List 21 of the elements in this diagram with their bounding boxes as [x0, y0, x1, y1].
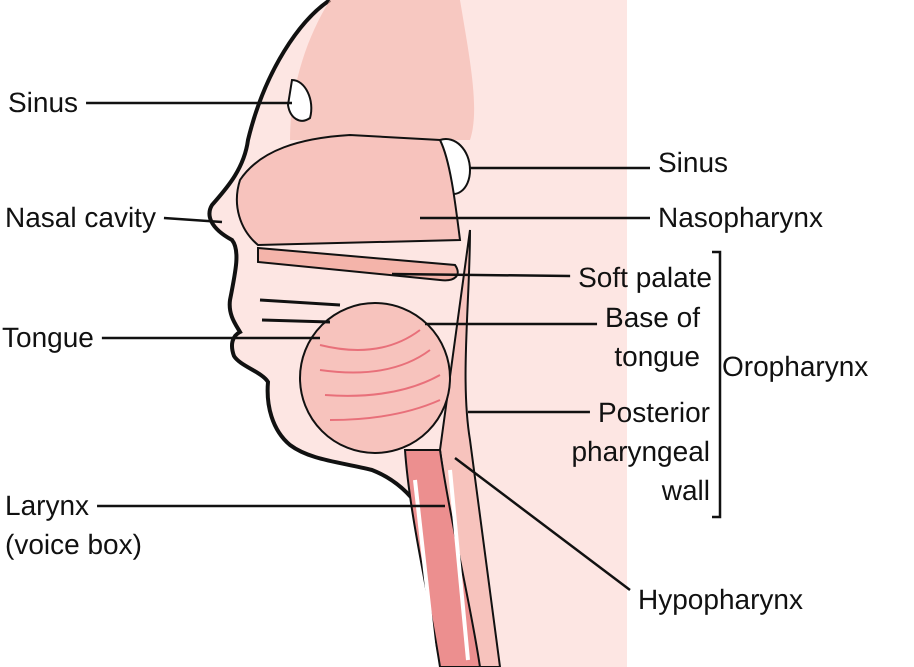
- leader-line: [420, 216, 650, 220]
- leader-line: [97, 504, 445, 508]
- part-label: Sinus: [8, 83, 98, 122]
- part-label: Base of tongue: [560, 298, 700, 376]
- part-label: Soft palate: [500, 258, 712, 297]
- part-label: Nasopharynx: [658, 198, 868, 237]
- leader-line: [468, 410, 590, 414]
- part-label: Hypopharynx: [638, 580, 848, 619]
- leader-line: [86, 102, 292, 104]
- leader-line: [392, 272, 570, 278]
- part-label: Nasal cavity: [5, 198, 195, 237]
- leader-line: [164, 216, 222, 224]
- region-label: Oropharynx: [722, 350, 870, 384]
- part-label: Posterior pharyngeal wall: [525, 393, 710, 510]
- leader-line: [454, 457, 631, 591]
- leader-line: [102, 336, 320, 340]
- part-label: Tongue: [2, 318, 122, 357]
- part-label: Larynx (voice box): [5, 486, 165, 564]
- part-label: Sinus: [658, 143, 748, 182]
- leader-line: [470, 166, 650, 170]
- leader-line: [425, 322, 598, 326]
